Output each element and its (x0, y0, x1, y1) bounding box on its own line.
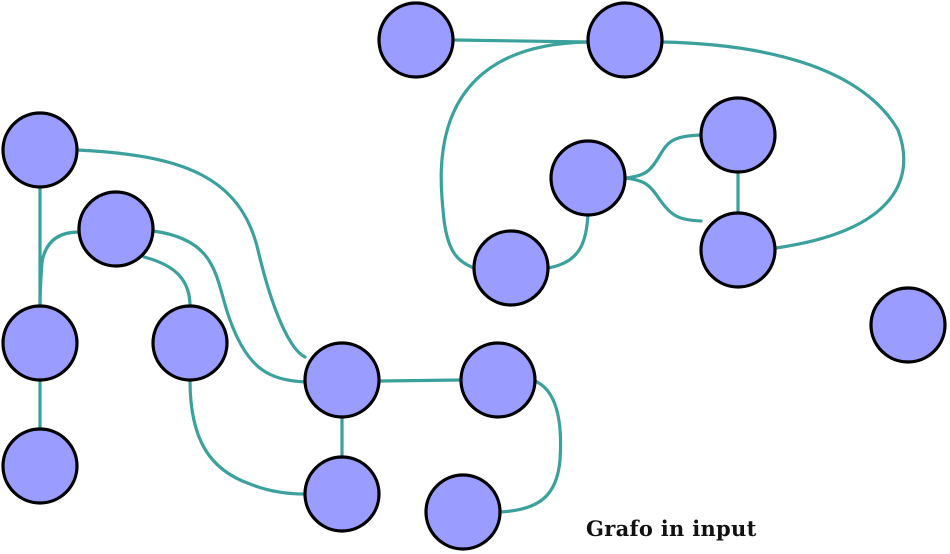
graph-node (424, 473, 502, 551)
graph-node (472, 229, 550, 307)
graph-edge (439, 40, 590, 270)
graph-edge (546, 213, 590, 270)
graph-node (1, 111, 79, 189)
graph-node (1, 427, 79, 505)
graph-edge (75, 148, 307, 359)
diagram-caption: Grafo in input (586, 516, 757, 541)
graph-node (699, 96, 777, 174)
graph-edge (377, 378, 463, 383)
graph-node (549, 139, 627, 217)
graph-node (77, 190, 155, 268)
graph-node (151, 304, 229, 382)
graph-edge (623, 133, 703, 180)
graph-node (1, 304, 79, 382)
graph-node (869, 286, 947, 364)
graph-edge (660, 40, 906, 250)
graph-node (699, 211, 777, 289)
graph-node (303, 341, 381, 419)
graph-node (303, 455, 381, 533)
graph-edge (142, 255, 192, 308)
graph-edge (498, 379, 563, 514)
graph-node (459, 341, 537, 419)
graph-edge (188, 378, 307, 496)
edges-layer (38, 38, 906, 514)
graph-node (586, 1, 664, 79)
graph-node (377, 1, 455, 79)
graph-edge (623, 176, 703, 223)
graph-edge (151, 229, 307, 384)
graph-edge (38, 230, 81, 308)
